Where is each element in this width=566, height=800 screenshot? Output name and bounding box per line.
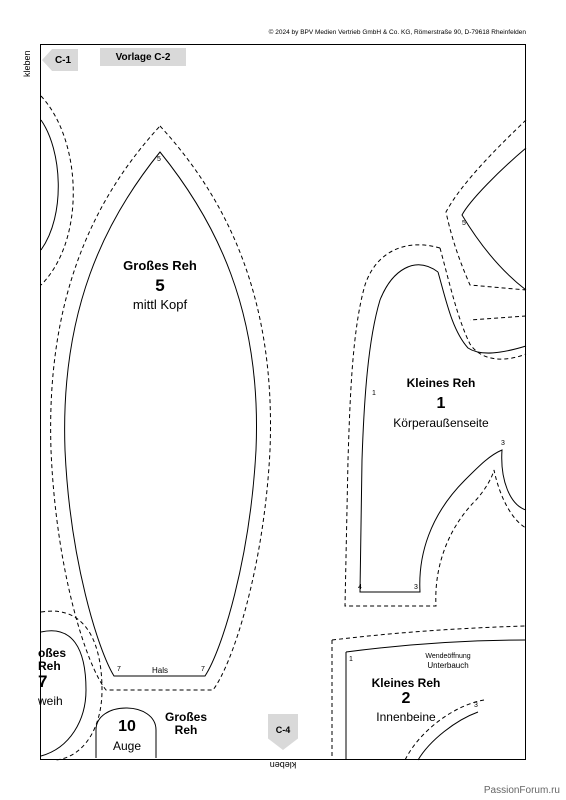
koerper-mark-4: 4 [358,584,362,591]
bauch-seam [40,630,87,757]
innen-subtitle: Innenbeine [376,710,436,724]
koerper-subtitle: Körperaußenseite [393,416,489,430]
innen-unterbauch: Unterbauch [427,661,469,670]
innen-title: Kleines Reh [371,676,441,690]
body-seam [359,264,527,593]
bauch-subtitle: weih [38,694,63,708]
inner-leg-cut [404,699,485,761]
bauch-cut [40,610,103,761]
kopf-title: Großes Reh [123,258,197,273]
auge-label: Auge [112,739,142,753]
page-ref-c1: C-1 [42,49,78,71]
kopf-mark-right: 7 [201,666,205,673]
left-arc-cut [40,119,59,251]
body-seam-upper [437,271,527,354]
innen-mark-3: 3 [474,702,478,709]
koerper-mark-side: 1 [372,390,376,397]
innen-number: 2 [401,690,411,707]
kopf-mark-top: 5 [157,156,161,163]
watermark: PassionForum.ru [483,785,560,796]
kopf-seam [64,151,258,677]
koerper-number: 1 [436,395,446,412]
innen-mark-1: 1 [349,656,353,663]
template-title: Vorlage C-2 [100,48,186,66]
auge-seam [95,707,157,758]
auge-number: 10 [118,718,136,735]
kopf-hals: Hals [151,666,168,675]
copyright-notice: © 2024 by BPV Medien Vertrieb GmbH & Co.… [268,29,526,36]
inner-leg-seam [417,711,479,761]
kopf-mark-left: 7 [117,666,121,673]
neck-seam [461,147,527,291]
kopf-cut [50,125,271,691]
kopf-subtitle: mittl Kopf [132,297,188,312]
inner-cut [331,625,527,760]
bauch-number: 7 [38,672,48,691]
body-cut [344,244,527,607]
innen-opening: Wendeöffnung [425,653,471,660]
kopf-number: 5 [155,276,165,295]
left-arc-seam [40,95,74,286]
pattern-frame [40,44,526,760]
auge-side-title-2: Reh [174,723,198,737]
inner-seam [345,639,527,653]
koerper-mark-3b: 3 [414,584,418,591]
bauch-title-2: Reh [38,659,61,673]
neck-cut [445,119,527,321]
glue-label-bottom: kleben [269,760,297,770]
auge-side-title: Großes [164,710,207,724]
bauch-title: oßes [38,646,67,660]
koerper-mark-5: 5 [462,220,466,227]
koerper-title: Kleines Reh [406,376,476,390]
koerper-mark-3a: 3 [501,440,505,447]
